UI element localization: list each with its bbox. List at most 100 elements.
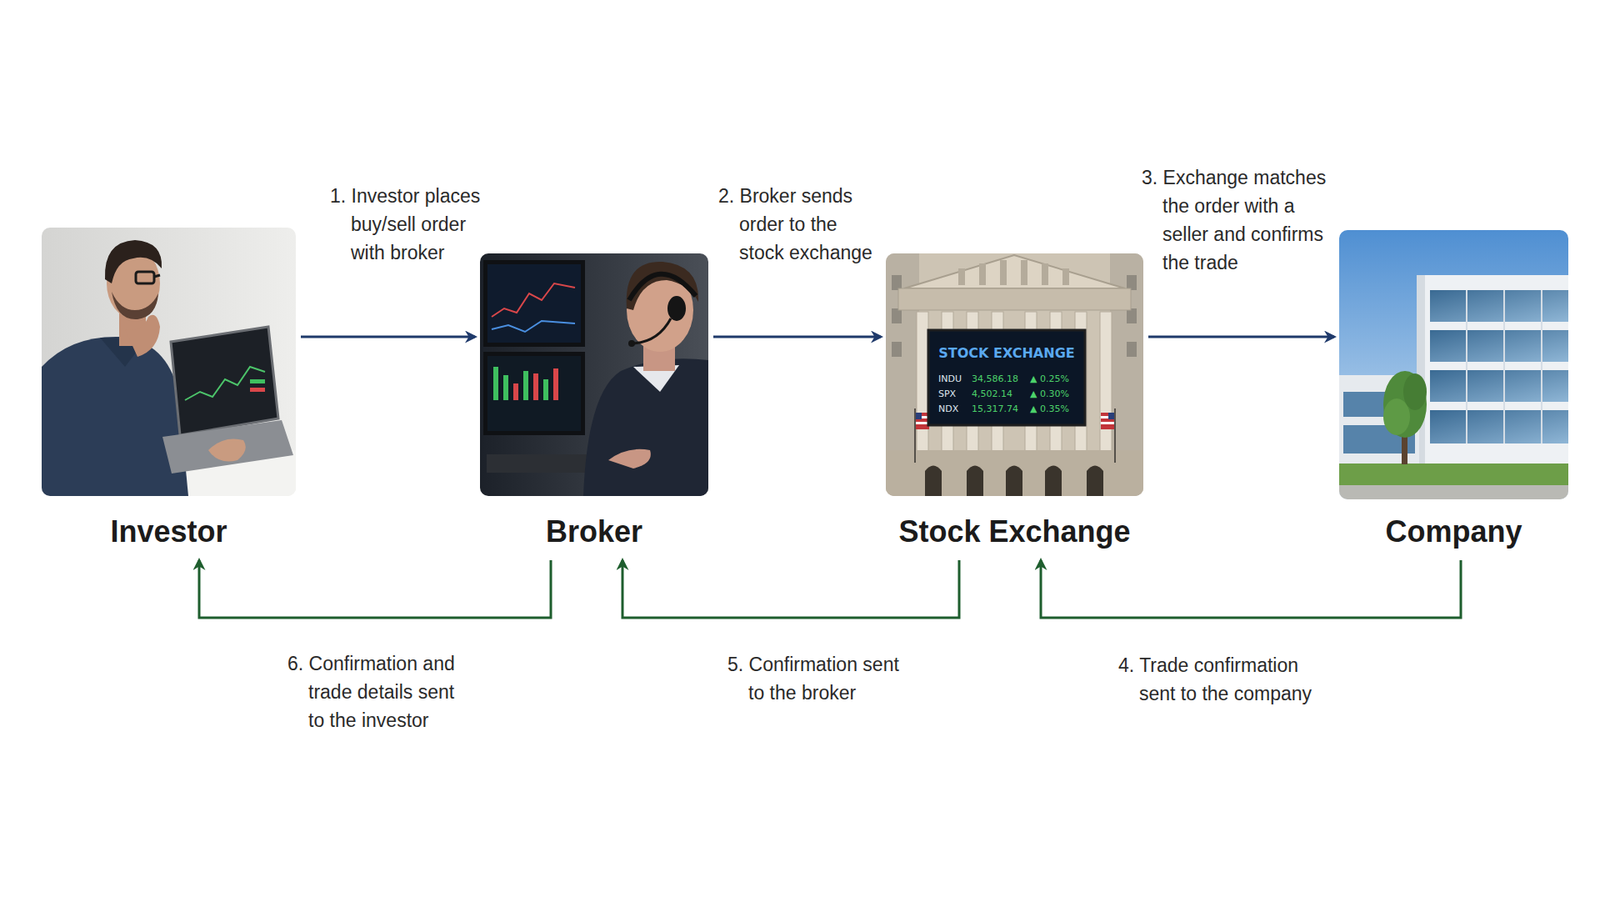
node-label: Company (1339, 513, 1569, 555)
ticker-text: 4,502.14 (971, 388, 1013, 400)
broker-photo (491, 320, 575, 332)
company-photo (1430, 290, 1569, 322)
broker-photo (626, 261, 699, 310)
broker-photo (483, 260, 585, 347)
exchange-photo (916, 311, 929, 452)
company-node: Company (1339, 230, 1569, 555)
exchange-photo (966, 465, 984, 497)
investor-photo (185, 366, 265, 400)
exchange-photo (1005, 465, 1023, 497)
broker-photo (487, 264, 581, 343)
investor-photo (41, 227, 296, 496)
exchange-photo (925, 465, 1104, 497)
investor-photo (105, 240, 162, 284)
ticker-text: ▲ 0.30% (1030, 388, 1070, 400)
exchange-photo (891, 275, 902, 290)
company-photo (1339, 230, 1569, 500)
exchange-photo (916, 311, 1112, 452)
exchange-photo (1108, 412, 1115, 420)
exchange-photo (1126, 275, 1137, 290)
company-photo (1466, 290, 1542, 444)
broker-photo (483, 351, 585, 435)
exchange-photo (891, 341, 902, 357)
company-photo (1430, 370, 1569, 402)
company-photo (1339, 230, 1569, 500)
exchange-photo (1100, 412, 1115, 430)
step-label: 5. Confirmation sent to the broker (727, 650, 910, 707)
exchange-photo (891, 308, 902, 324)
exchange-photo (979, 263, 986, 285)
exchange-photo (1041, 263, 1049, 285)
company-photo (1503, 290, 1505, 444)
broker-photo (608, 449, 651, 469)
screen-title: STOCK EXCHANGE (938, 345, 1075, 361)
broker-photo (493, 366, 549, 400)
broker-photo (493, 366, 499, 400)
company-photo (1339, 485, 1569, 500)
exchange-photo (1020, 260, 1028, 285)
photo-area (480, 253, 709, 496)
broker-photo (629, 274, 696, 300)
step-label: 6. Confirmation and trade details sent t… (287, 649, 465, 735)
company-photo (1430, 330, 1569, 362)
exchange-photo (958, 268, 965, 285)
node-label: Broker (480, 513, 709, 555)
step-label: 1. Investor places buy/sell order with b… (330, 181, 493, 267)
exchange-photo (1045, 465, 1062, 497)
company-photo (1416, 275, 1569, 465)
investor-photo (250, 379, 265, 384)
broker-photo (513, 368, 559, 400)
investor-node: Investor (41, 227, 296, 555)
broker-photo (513, 383, 519, 400)
ticker-text: SPX (938, 388, 956, 400)
investor-photo (125, 315, 160, 357)
exchange-photo (898, 288, 1131, 310)
exchange-photo (1000, 260, 1007, 285)
flow-arrow (1148, 335, 1335, 339)
exchange-photo (1062, 268, 1070, 285)
ticker-text: INDU (938, 373, 962, 385)
flow-arrow (622, 560, 960, 618)
investor-photo (162, 420, 294, 474)
broker-photo (491, 283, 575, 317)
broker-photo (480, 253, 709, 496)
exchange-photo (885, 253, 1144, 496)
ticker-text: 15,317.74 (971, 403, 1019, 415)
exchange-photo (914, 408, 916, 463)
broker-photo (667, 295, 686, 321)
flow-arrow (1040, 560, 1461, 618)
investor-photo (208, 439, 246, 462)
company-photo (1383, 398, 1410, 435)
broker-photo (543, 379, 549, 400)
company-photo (1403, 373, 1427, 410)
exchange-photo (958, 260, 1070, 285)
flow-arrow (713, 335, 881, 339)
step-label: 3. Exchange matches the order with a sel… (1141, 163, 1335, 277)
investor-photo (135, 271, 155, 284)
photo-area (1339, 230, 1569, 500)
broker-photo (633, 318, 671, 344)
broker-photo (503, 375, 509, 400)
flow-arrow (199, 560, 551, 618)
flow-arrow (300, 335, 475, 339)
step-label: 2. Broker sends order to the stock excha… (718, 181, 879, 267)
exchange-photo (915, 412, 922, 420)
exchange-photo (1086, 465, 1104, 497)
exchange-photo (1126, 308, 1137, 324)
broker-photo (487, 355, 581, 431)
broker-photo (553, 368, 559, 400)
company-photo (1465, 290, 1468, 444)
investor-photo (170, 326, 279, 435)
investor-photo (250, 387, 265, 392)
investor-photo (154, 275, 160, 277)
exchange-photo (1114, 408, 1116, 463)
ticker-text: 34,586.18 (971, 373, 1019, 385)
investor-photo (41, 336, 189, 496)
investor-photo (41, 227, 296, 496)
exchange-photo (1126, 341, 1137, 357)
exchange-photo (885, 450, 1144, 496)
company-photo (1339, 463, 1569, 485)
company-photo (1383, 370, 1427, 438)
